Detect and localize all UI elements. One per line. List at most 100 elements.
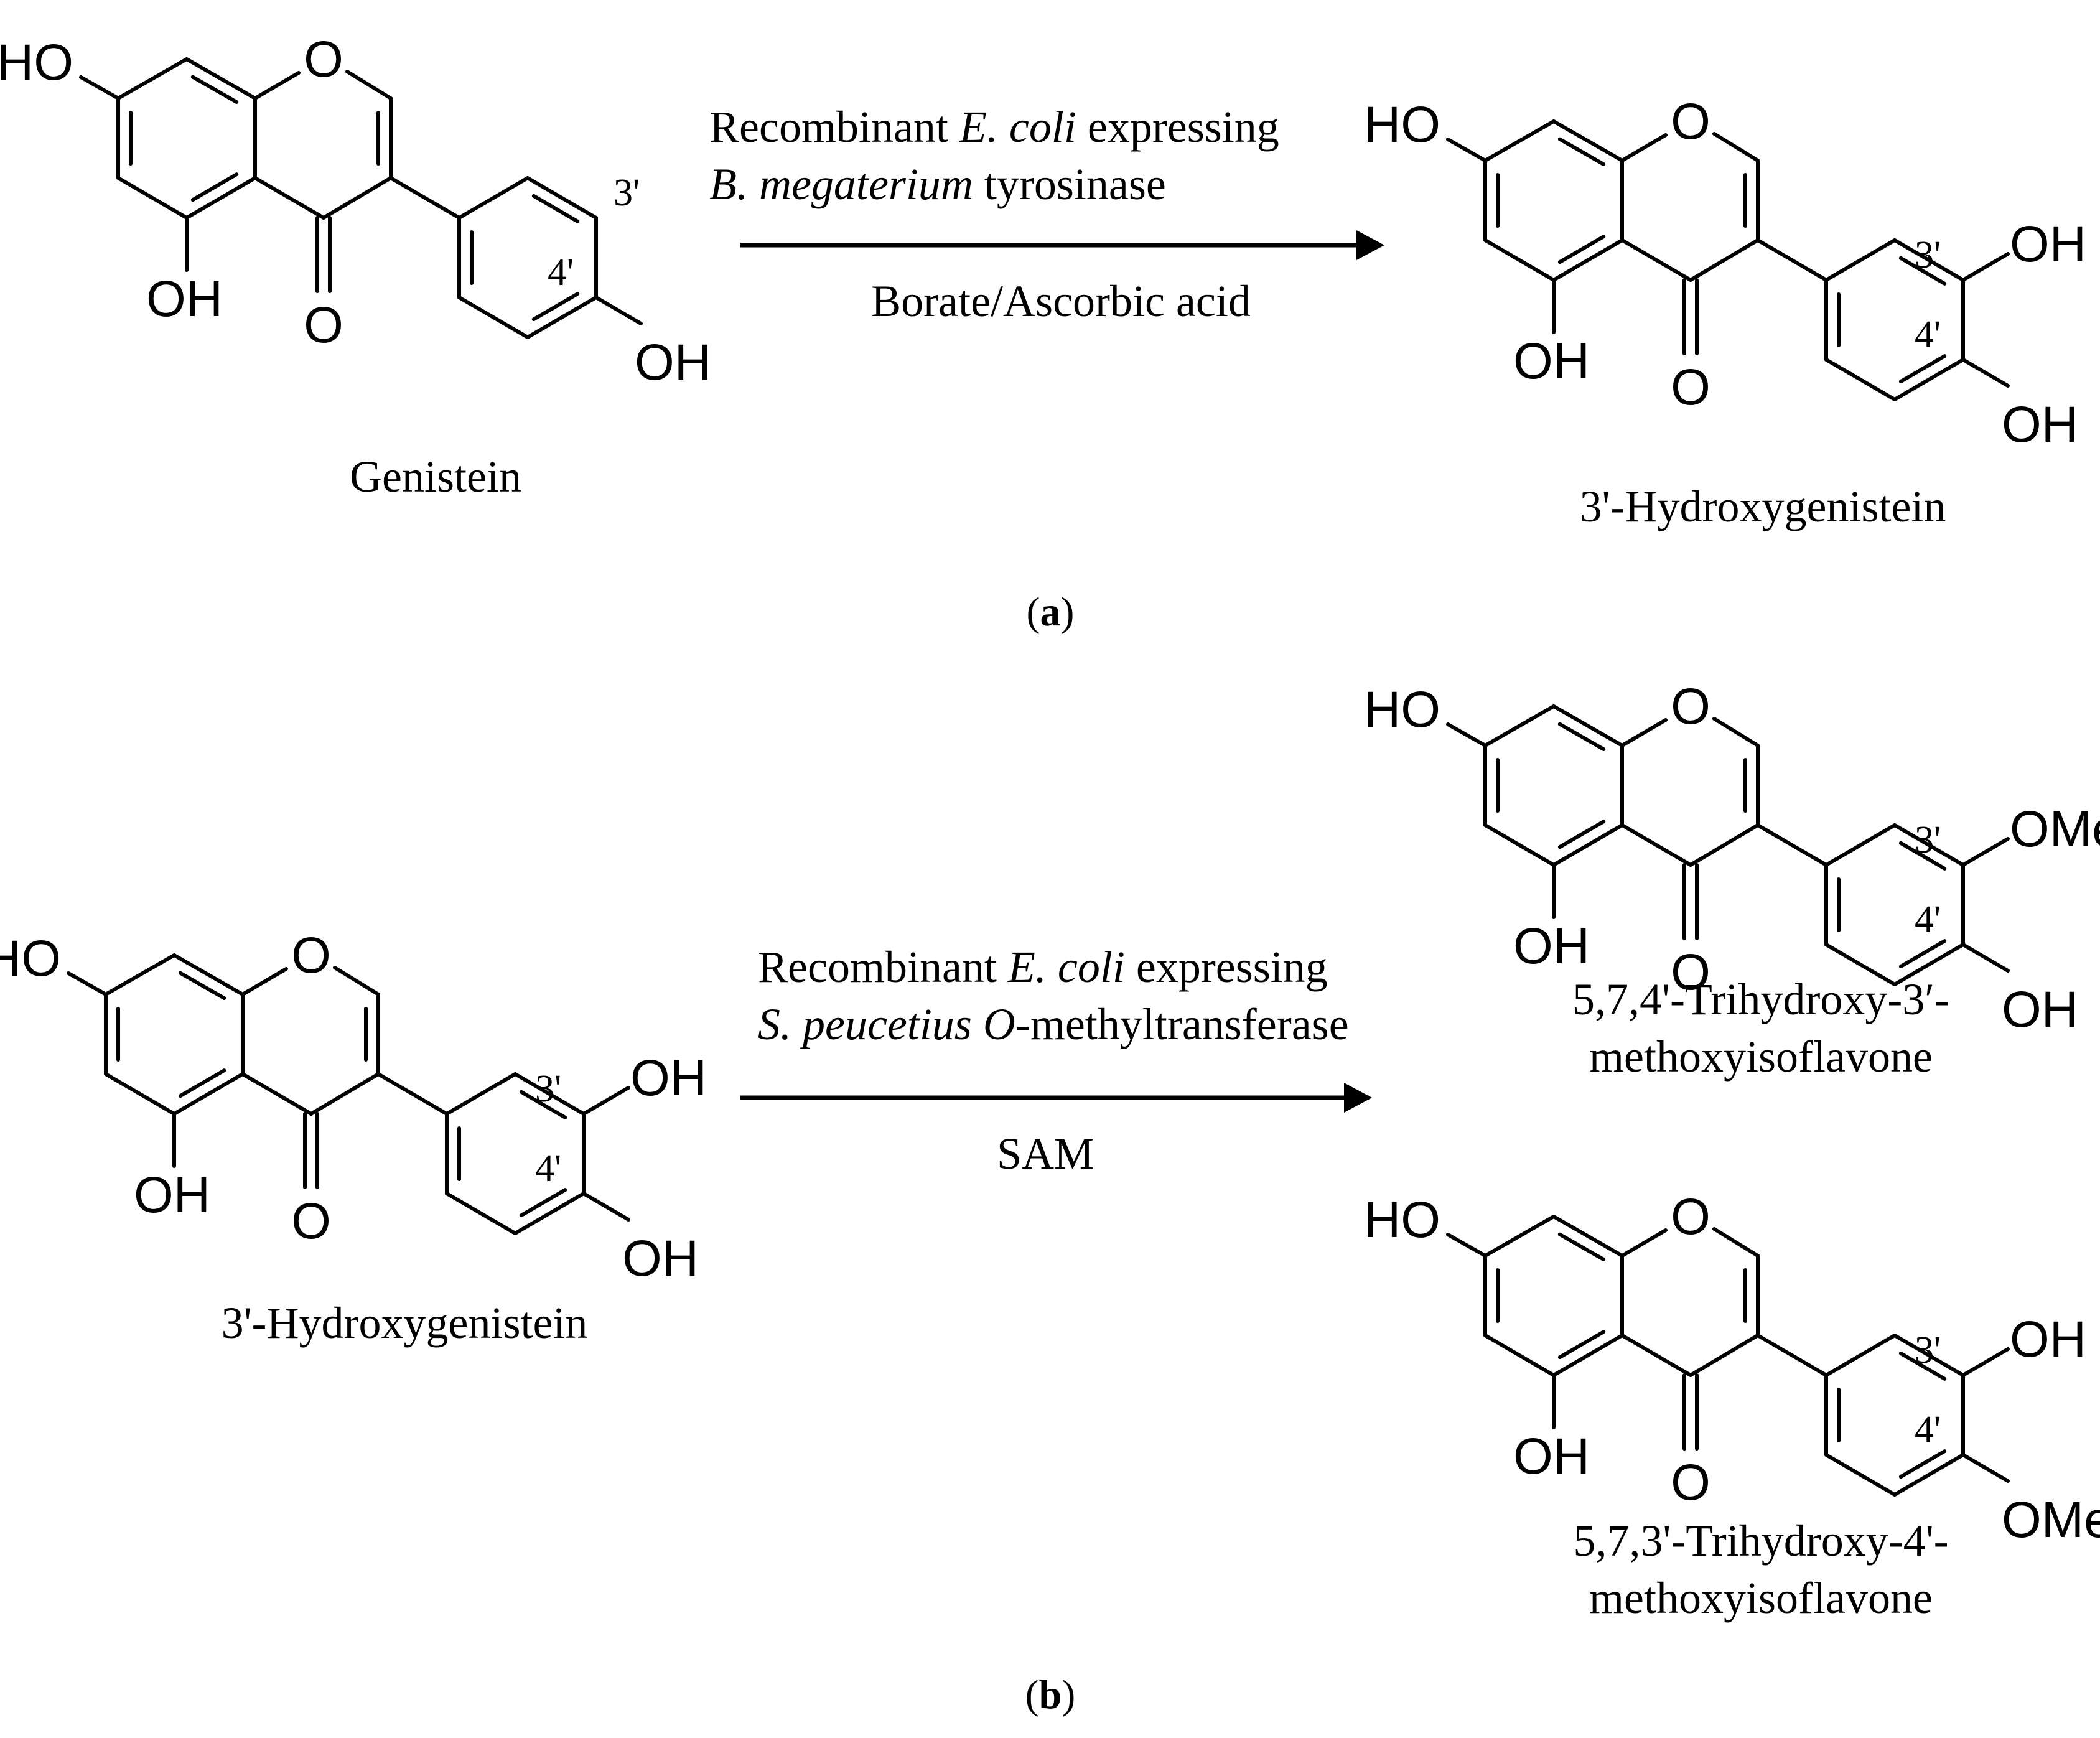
bond xyxy=(1898,1351,1947,1381)
bond xyxy=(172,1072,245,1116)
bond xyxy=(594,296,643,325)
bond xyxy=(1756,823,1828,867)
bond xyxy=(1689,238,1760,282)
bond xyxy=(185,57,257,100)
bond xyxy=(1483,119,1556,162)
bond xyxy=(457,296,530,339)
ring-oxygen-atom: O xyxy=(1671,93,1710,150)
position-4-label: 4' xyxy=(535,1147,561,1190)
arrowhead-b xyxy=(1344,1083,1372,1113)
bond xyxy=(1483,1334,1556,1377)
ho-7-atom: HO xyxy=(0,34,73,91)
bond xyxy=(1961,837,2010,867)
substituent-4-atom: OH xyxy=(2002,981,2078,1038)
oh-5-atom: OH xyxy=(146,271,223,327)
bond xyxy=(1483,823,1556,867)
bond xyxy=(582,1192,630,1222)
bond xyxy=(1446,1233,1487,1258)
bond xyxy=(1824,238,1897,282)
carbonyl-oxygen-atom: O xyxy=(291,1193,331,1250)
carbonyl-oxygen-atom: O xyxy=(1671,1454,1710,1511)
bond xyxy=(1446,722,1487,747)
bond xyxy=(253,71,301,100)
label-product-b2-line2: methoxyisoflavone xyxy=(1589,1573,1933,1623)
carbonyl-oxygen-atom: O xyxy=(1671,359,1710,416)
position-4-label: 4' xyxy=(1915,314,1941,356)
bond xyxy=(1898,256,1947,286)
bond xyxy=(526,296,598,339)
bond xyxy=(190,172,239,202)
bond xyxy=(67,971,108,996)
bond xyxy=(322,176,393,220)
ho-7-atom: HO xyxy=(1364,681,1440,738)
bond xyxy=(1483,238,1556,282)
position-3-label: 3' xyxy=(614,172,640,214)
ring-oxygen-atom: O xyxy=(304,31,343,88)
bond xyxy=(190,75,239,104)
bond xyxy=(445,1192,517,1235)
label-product-b1-line1: 5,7,4'-Trihydroxy-3′- xyxy=(1572,974,1949,1024)
bond xyxy=(513,1072,586,1116)
bond xyxy=(1756,238,1828,282)
substituent-4-atom: OH xyxy=(635,334,711,391)
bond xyxy=(1961,252,2010,282)
bond xyxy=(241,1072,313,1116)
label-product-b2-line1: 5,7,3'-Trihydroxy-4'- xyxy=(1573,1516,1948,1566)
bond xyxy=(1824,943,1897,986)
reaction-b-line2: S. peucetius O-methyltransferase xyxy=(758,999,1349,1049)
substituent-3-atom: OH xyxy=(2010,216,2086,273)
bond xyxy=(1712,1227,1760,1258)
position-4-label: 4' xyxy=(1915,899,1941,941)
bond xyxy=(1620,1334,1692,1377)
position-3-label: 3' xyxy=(1915,819,1941,861)
bond xyxy=(531,194,580,223)
bond xyxy=(345,70,393,100)
bond xyxy=(1893,1453,1965,1497)
bond xyxy=(1483,704,1556,747)
bond xyxy=(1446,138,1487,162)
reaction-a-reagent: Borate/Ascorbic acid xyxy=(871,276,1251,326)
ring-oxygen-atom: O xyxy=(1671,678,1710,735)
carbonyl-oxygen-atom: O xyxy=(304,297,343,353)
reaction-a-line1: Recombinant E. coli expressing xyxy=(709,102,1279,152)
bond xyxy=(1620,1228,1668,1258)
ring-oxygen-atom: O xyxy=(291,927,331,984)
bond xyxy=(1557,1232,1606,1261)
bond xyxy=(241,967,288,996)
ho-7-atom: HO xyxy=(0,930,61,987)
bond xyxy=(531,292,580,322)
bond xyxy=(1824,823,1897,867)
bond xyxy=(333,966,380,996)
substituent-3-atom: OH xyxy=(630,1050,707,1106)
bond xyxy=(1552,238,1624,282)
label-3-hydroxygenistein-a: 3'-Hydroxygenistein xyxy=(1580,482,1946,531)
bond xyxy=(1824,1453,1897,1497)
label-genistein: Genistein xyxy=(350,452,521,502)
bond xyxy=(1893,823,1965,867)
position-3-label: 3' xyxy=(1915,234,1941,276)
bond xyxy=(519,1188,567,1218)
ho-7-atom: HO xyxy=(1364,96,1440,153)
bond xyxy=(445,1072,517,1116)
reaction-b-line1: Recombinant E. coli expressing xyxy=(758,942,1328,992)
carbonyl-oxygen-atom: O xyxy=(1671,944,1710,1001)
substituent-3-atom: OMe xyxy=(2010,801,2100,857)
substituent-4-atom: OH xyxy=(2002,396,2078,453)
bond xyxy=(1961,1453,2010,1483)
position-3-label: 3' xyxy=(1915,1329,1941,1371)
panel-label-b: (b) xyxy=(1025,1672,1076,1717)
bond xyxy=(1557,820,1606,849)
bond xyxy=(1552,704,1624,747)
substituent-4-atom: OMe xyxy=(2002,1492,2100,1548)
bond xyxy=(1552,1215,1624,1258)
arrowhead-a xyxy=(1356,230,1384,260)
bond xyxy=(1893,943,1965,986)
bond xyxy=(1557,235,1606,264)
bond xyxy=(519,1090,567,1119)
bond xyxy=(1689,823,1760,867)
bond xyxy=(116,57,189,100)
